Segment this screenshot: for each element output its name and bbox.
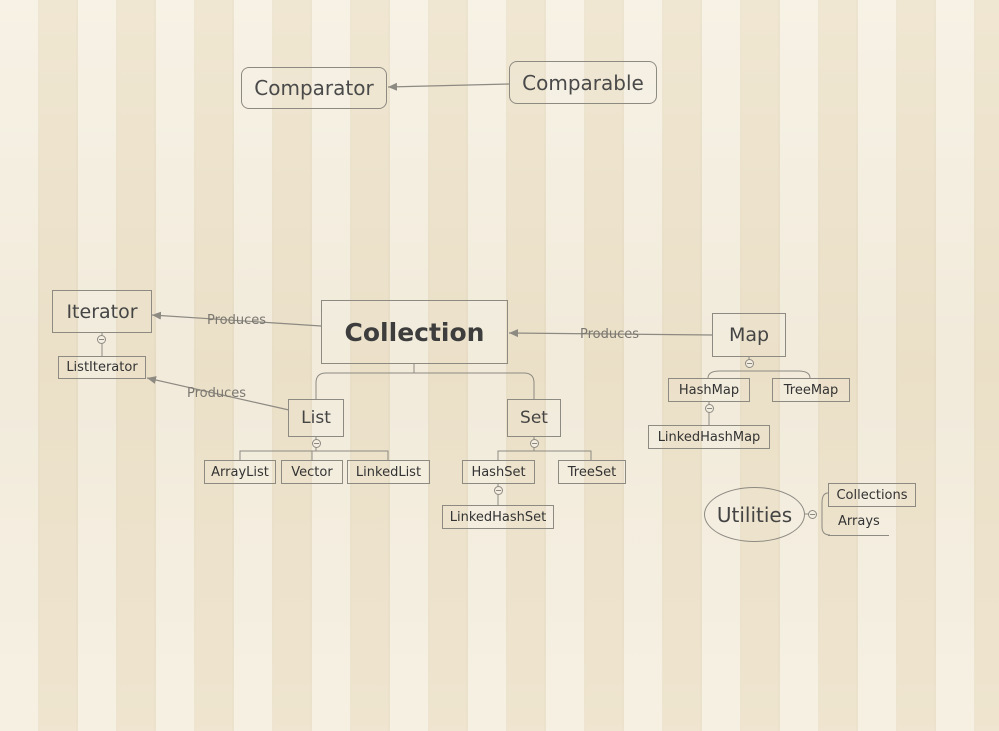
node-comparable-label: Comparable (522, 70, 644, 95)
node-listiterator[interactable]: ListIterator (58, 356, 146, 379)
edge-label-collection-iterator: Produces (207, 313, 267, 328)
minus-circle-icon[interactable]: − (745, 358, 754, 368)
node-listiterator-label: ListIterator (66, 360, 138, 375)
node-treeset[interactable]: TreeSet (558, 460, 626, 484)
node-utilities-label: Utilities (716, 502, 793, 527)
node-linkedhashset-label: LinkedHashSet (449, 509, 547, 525)
node-utilities[interactable]: Utilities (704, 487, 805, 542)
edge-list-listiterator (146, 376, 290, 411)
node-arraylist-label: ArrayList (211, 464, 269, 480)
node-vector[interactable]: Vector (281, 460, 343, 484)
node-linkedlist-label: LinkedList (355, 464, 422, 480)
node-treemap-label: TreeMap (783, 382, 839, 398)
edge-collection-iterator (151, 311, 322, 327)
node-hashmap-label: HashMap (678, 382, 740, 398)
node-collections[interactable]: Collections (828, 483, 916, 507)
node-collections-label: Collections (836, 487, 908, 503)
node-treeset-label: TreeSet (567, 464, 617, 480)
edge-label-map-collection: Produces (580, 327, 640, 342)
node-arrays-label: Arrays (838, 514, 880, 529)
node-list-label: List (301, 408, 331, 428)
node-linkedhashset[interactable]: LinkedHashSet (442, 505, 554, 529)
minus-circle-icon[interactable]: − (530, 438, 539, 448)
tree-collection-children (315, 364, 535, 399)
edge-map-collection (508, 329, 713, 338)
node-map-label: Map (728, 324, 770, 346)
node-iterator-label: Iterator (66, 300, 138, 323)
minus-circle-icon[interactable]: − (808, 509, 817, 519)
node-map[interactable]: Map (712, 313, 786, 357)
node-hashmap[interactable]: HashMap (668, 378, 750, 402)
node-set[interactable]: Set (507, 399, 561, 437)
node-hashset[interactable]: HashSet (462, 460, 535, 484)
node-comparator-label: Comparator (254, 76, 374, 100)
node-arrays[interactable]: Arrays (828, 514, 889, 536)
node-collection[interactable]: Collection (321, 300, 508, 364)
node-linkedlist[interactable]: LinkedList (347, 460, 430, 484)
node-collection-label: Collection (344, 317, 485, 347)
edge-label-list-listiterator: Produces (187, 386, 247, 401)
node-list[interactable]: List (288, 399, 344, 437)
minus-circle-icon[interactable]: − (97, 334, 106, 344)
node-treemap[interactable]: TreeMap (772, 378, 850, 402)
minus-circle-icon[interactable]: − (312, 438, 321, 448)
node-hashset-label: HashSet (471, 464, 526, 480)
minus-circle-icon[interactable]: − (494, 485, 503, 495)
node-comparator[interactable]: Comparator (241, 67, 387, 109)
tree-map-children (707, 357, 811, 379)
node-linkedhashmap[interactable]: LinkedHashMap (648, 425, 770, 449)
minus-circle-icon[interactable]: − (705, 403, 714, 413)
tree-set-children (497, 437, 592, 460)
node-comparable[interactable]: Comparable (509, 61, 657, 104)
node-iterator[interactable]: Iterator (52, 290, 152, 333)
node-set-label: Set (520, 408, 548, 428)
node-vector-label: Vector (291, 464, 333, 480)
edge-comparable-comparator (387, 82, 511, 91)
node-arraylist[interactable]: ArrayList (204, 460, 276, 484)
node-linkedhashmap-label: LinkedHashMap (657, 429, 761, 445)
